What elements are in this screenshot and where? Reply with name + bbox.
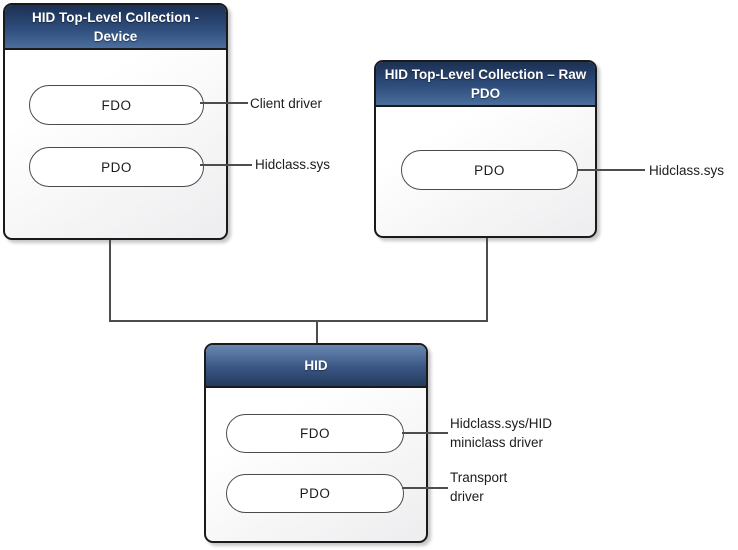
pill-tlc-device-pdo: PDO (29, 147, 204, 187)
leader-line-hidclass-left (200, 164, 252, 166)
annotation-hid-fdo-driver: Hidclass.sys/HID miniclass driver (450, 416, 553, 450)
annotation-hidclass-right: Hidclass.sys (649, 163, 725, 178)
box-tlc-device-header: HID Top-Level Collection - Device (5, 5, 226, 50)
pill-tlc-raw-pdo-label: PDO (474, 162, 505, 178)
pill-tlc-device-fdo-label: FDO (101, 97, 132, 113)
box-tlc-raw-pdo-header: HID Top-Level Collection – Raw PDO (376, 62, 595, 107)
pill-hid-fdo-label: FDO (300, 426, 330, 441)
annotation-client-driver: Client driver (250, 96, 323, 111)
leader-line-hidclass-right (577, 169, 645, 171)
box-hid-header: HID (206, 345, 426, 388)
pill-tlc-device-fdo: FDO (29, 85, 204, 125)
box-hid-title: HID (304, 358, 328, 373)
annotation-hidclass-left: Hidclass.sys (255, 157, 331, 172)
leader-line-hid-fdo (402, 432, 448, 434)
connector-middle-stub (316, 321, 318, 343)
box-tlc-device: HID Top-Level Collection - Device FDO PD… (3, 3, 228, 240)
pill-tlc-raw-pdo: PDO (401, 150, 578, 190)
box-tlc-raw-pdo: HID Top-Level Collection – Raw PDO PDO (374, 60, 597, 238)
leader-line-client-driver (200, 102, 248, 104)
box-tlc-raw-pdo-title: HID Top-Level Collection – Raw PDO (384, 66, 587, 101)
connector-horizontal (109, 320, 488, 322)
pill-tlc-device-pdo-label: PDO (101, 159, 132, 175)
box-hid: HID FDO PDO (204, 343, 428, 543)
pill-hid-pdo: PDO (226, 474, 404, 513)
connector-left-drop (109, 240, 111, 321)
annotation-hid-pdo-driver: Transport driver (450, 470, 508, 504)
connector-right-drop (486, 238, 488, 321)
leader-line-hid-pdo (402, 487, 448, 489)
pill-hid-fdo: FDO (226, 414, 404, 453)
box-tlc-device-title: HID Top-Level Collection - Device (31, 9, 199, 44)
pill-hid-pdo-label: PDO (299, 486, 331, 501)
